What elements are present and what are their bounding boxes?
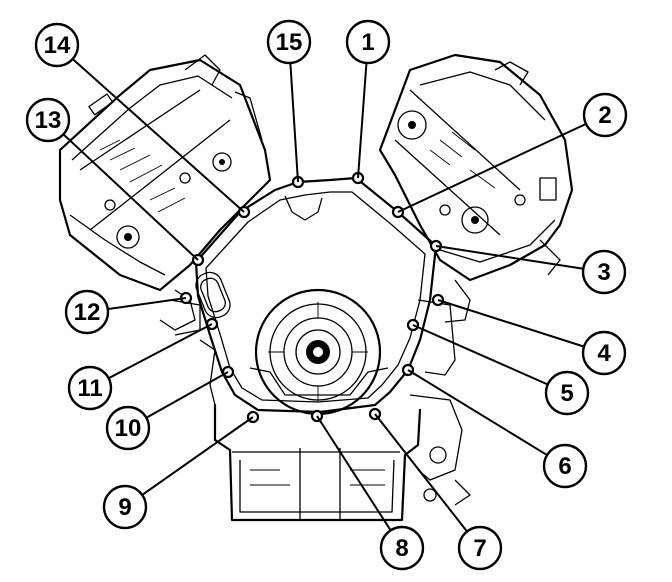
callout-4: 4 [581,330,627,376]
callout-3: 3 [581,249,627,295]
callout-number: 2 [598,102,611,129]
callout-circle [67,365,113,411]
callout-number: 10 [115,415,142,442]
callout-circle [64,289,110,335]
front-cover-gasket [194,176,438,414]
callout-number: 14 [44,32,71,59]
callout-number: 13 [35,107,62,134]
callout-circle [542,443,588,489]
callout-number: 7 [473,535,486,562]
callout-15: 15 [266,19,312,65]
callout-2: 2 [582,92,628,138]
callout-number: 9 [118,494,131,521]
callout-number: 8 [395,535,408,562]
callout-circle [105,405,151,451]
leader-line-6 [407,369,548,456]
callout-circle [34,22,80,68]
leader-line-15 [289,62,299,183]
callout-circle [345,19,391,65]
callout-7: 7 [457,525,503,571]
callout-1: 1 [345,19,391,65]
leader-lines [62,58,587,533]
callout-13: 13 [25,97,71,143]
callout-circle [25,97,71,143]
callout-11: 11 [67,365,113,411]
leader-line-12 [107,297,187,311]
leader-line-11 [108,323,213,380]
leader-line-5 [412,324,549,386]
callout-number: 6 [558,453,571,480]
callout-circle [457,525,503,571]
callout-6: 6 [542,443,588,489]
leader-line-10 [145,371,229,419]
callout-circle [582,92,628,138]
callout-8: 8 [379,525,425,571]
leader-line-13 [62,133,199,261]
callout-5: 5 [544,370,590,416]
callout-circle [544,370,590,416]
callout-12: 12 [64,289,110,335]
callout-number: 3 [597,259,610,286]
lower-seal-area [249,367,389,396]
callout-number: 11 [77,375,102,402]
callout-circle [102,484,148,530]
leader-line-4 [437,299,585,348]
callout-circle [379,525,425,571]
callout-number: 15 [276,29,303,56]
right-valve-cover [378,53,574,323]
callout-circle [581,330,627,376]
callout-14: 14 [34,22,80,68]
leader-line-1 [357,62,368,179]
left-side-brackets [169,299,216,406]
leader-line-7 [374,413,468,533]
callout-number: 4 [597,340,611,367]
callout-number: 5 [560,380,573,407]
callout-10: 10 [105,405,151,451]
left-valve-cover [58,54,272,331]
leader-line-8 [316,415,392,531]
leader-line-9 [141,416,254,496]
leader-line-2 [397,123,587,213]
leader-line-3 [435,245,584,270]
callout-number: 12 [74,299,101,326]
callout-number: 1 [361,29,374,56]
callout-9: 9 [102,484,148,530]
callout-circle [581,249,627,295]
callout-circle [266,19,312,65]
leader-line-14 [71,58,245,213]
